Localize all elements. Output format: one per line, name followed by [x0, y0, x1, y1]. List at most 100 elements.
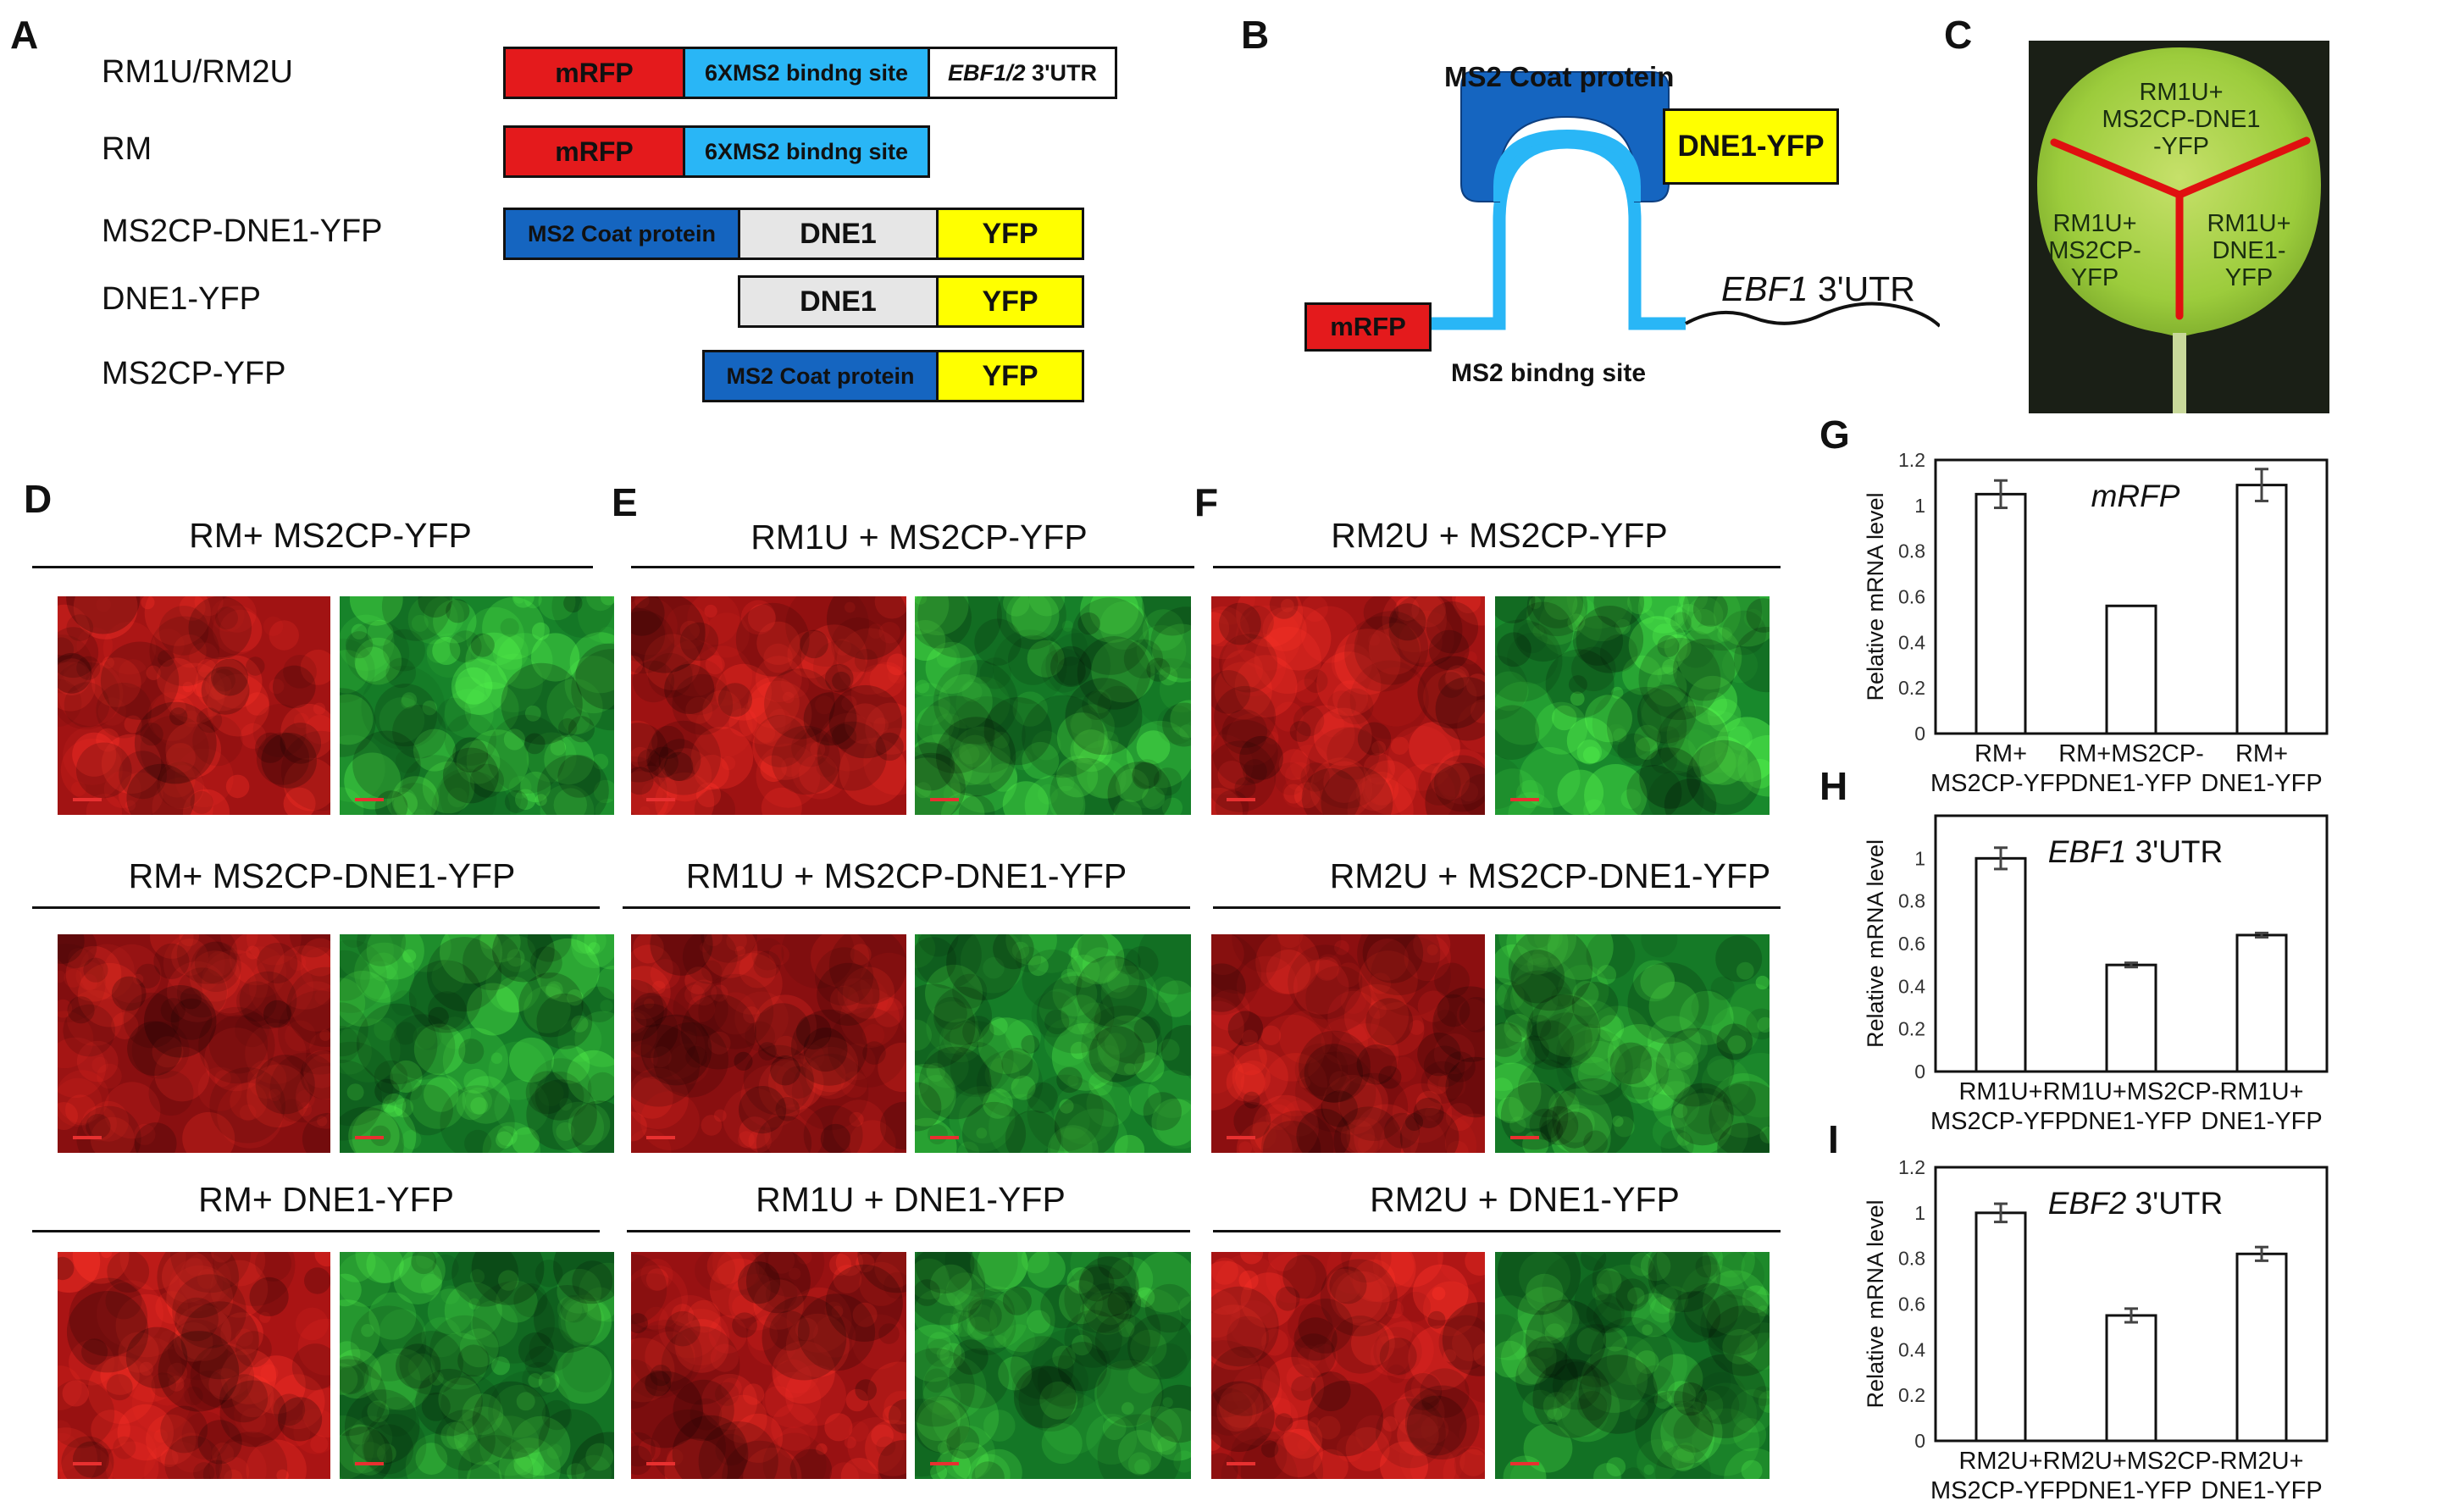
- panel-letter-g: G: [1819, 413, 1850, 457]
- condition-rule: [1213, 566, 1781, 568]
- y-tick-label: 0.6: [1898, 586, 1925, 608]
- category-label: DNE1-YFP: [2070, 1108, 2191, 1135]
- bar: [2235, 484, 2288, 735]
- scale-bar: [1227, 1136, 1255, 1139]
- y-tick-label: 0.4: [1898, 631, 1925, 653]
- segment-dne1: DNE1: [738, 275, 939, 328]
- scale-bar: [646, 1462, 675, 1465]
- panel-letter-i: I: [1828, 1117, 1839, 1161]
- panel-letter-a: A: [10, 13, 39, 57]
- scale-bar: [1510, 1136, 1539, 1139]
- panel-letter-b: B: [1241, 13, 1270, 57]
- bar: [2235, 933, 2288, 1073]
- condition-title: RM+ MS2CP-DNE1-YFP: [128, 856, 516, 895]
- scale-bar: [355, 798, 384, 801]
- category-label: RM2U+MS2CP-: [2043, 1448, 2220, 1475]
- segment-ebf-gene: EBF1/2: [948, 59, 1026, 86]
- leaf-label-right: RM1U+ DNE1- YFP: [2194, 210, 2304, 291]
- category-label: RM2U+: [2219, 1448, 2303, 1475]
- y-tick-label: 0: [1914, 723, 1925, 745]
- category-label: DNE1-YFP: [2070, 1477, 2191, 1504]
- segment-yfp: YFP: [936, 350, 1084, 402]
- category-label: MS2CP-YFP: [1930, 1477, 2071, 1504]
- leaf-label-line: MS2CP-: [2048, 237, 2141, 264]
- scale-bar: [646, 798, 675, 801]
- category-label: RM+: [2235, 740, 2288, 767]
- condition-rule: [32, 566, 593, 568]
- condition-rule: [32, 906, 600, 909]
- leaf-label-left: RM1U+ MS2CP- YFP: [2040, 210, 2150, 291]
- dne1-yfp-box: DNE1-YFP: [1663, 108, 1839, 185]
- condition-rule: [1213, 906, 1781, 909]
- bar: [2235, 1252, 2288, 1443]
- condition-title: RM1U + MS2CP-YFP: [750, 518, 1088, 557]
- segment-ms2-coat-protein: MS2 Coat protein: [702, 350, 939, 402]
- binding-site-label: MS2 bindng site: [1451, 359, 1647, 387]
- y-tick-label: 0.4: [1898, 1338, 1925, 1360]
- utr-suffix: 3'UTR: [1808, 269, 1915, 308]
- construct-name-ms2cp-yfp: MS2CP-YFP: [102, 356, 286, 391]
- y-axis-label: Relative mRNA level: [1863, 1199, 1888, 1408]
- leaf-label-line: YFP: [2224, 264, 2274, 291]
- leaf-label-line: DNE1-: [2212, 237, 2286, 264]
- chart-title: mRFP: [2091, 479, 2180, 513]
- leaf-label-line: RM1U+: [2139, 79, 2224, 106]
- y-axis-label: Relative mRNA level: [1863, 839, 1888, 1048]
- y-tick-label: 1.2: [1898, 1156, 1925, 1178]
- leaf-petiole: [2173, 333, 2186, 413]
- panel-letter-c: C: [1944, 13, 1973, 57]
- condition-title: RM2U + MS2CP-DNE1-YFP: [1329, 856, 1771, 895]
- category-label: RM1U+MS2CP-: [2043, 1078, 2220, 1105]
- y-tick-label: 1: [1914, 495, 1925, 517]
- yfp-micrograph: [340, 596, 614, 815]
- panel-letter-h: H: [1819, 764, 1848, 808]
- leaf-label-line: RM1U+: [2052, 210, 2137, 237]
- segment-ms2-binding-site: 6XMS2 bindng site: [683, 47, 930, 99]
- leaf-division-left: [2050, 138, 2184, 199]
- leaf-label-line: -YFP: [2152, 133, 2210, 160]
- panel-letter-f: F: [1194, 480, 1219, 524]
- leaf-label-top: RM1U+ MS2CP-DNE1 -YFP: [2101, 79, 2262, 160]
- tethering-diagram: [1432, 71, 1940, 330]
- rfp-micrograph: [1211, 934, 1485, 1153]
- y-tick-label: 0: [1914, 1430, 1925, 1452]
- rfp-micrograph: [58, 1252, 330, 1479]
- bar: [2105, 1314, 2157, 1443]
- segment-ms2-coat-protein: MS2 Coat protein: [503, 208, 740, 260]
- condition-rule: [627, 1230, 1190, 1232]
- y-tick-label: 0: [1914, 1061, 1925, 1083]
- yfp-micrograph: [1495, 934, 1770, 1153]
- construct-name-ms2cp-dne1-yfp: MS2CP-DNE1-YFP: [102, 213, 383, 249]
- construct-name-dne1-yfp: DNE1-YFP: [102, 281, 261, 317]
- category-label: DNE1-YFP: [2201, 770, 2322, 797]
- scale-bar: [930, 1136, 959, 1139]
- rfp-micrograph: [631, 934, 906, 1153]
- category-label: RM+: [1975, 740, 2027, 767]
- scale-bar: [73, 1136, 102, 1139]
- segment-yfp: YFP: [936, 208, 1084, 260]
- category-label: RM1U+: [1958, 1078, 2042, 1105]
- condition-title: RM2U + DNE1-YFP: [1370, 1180, 1680, 1219]
- mrfp-box: mRFP: [1304, 302, 1432, 352]
- leaf-label-line: YFP: [2070, 264, 2119, 291]
- construct-name-rm: RM: [102, 131, 152, 167]
- bar: [2105, 604, 2157, 735]
- leaf-label-line: RM1U+: [2207, 210, 2291, 237]
- leaf-division-right: [2175, 136, 2311, 199]
- condition-title: RM2U + MS2CP-YFP: [1331, 516, 1668, 555]
- panel-letter-e: E: [612, 480, 638, 524]
- condition-title: RM+ DNE1-YFP: [198, 1180, 454, 1219]
- condition-title: RM1U + MS2CP-DNE1-YFP: [685, 856, 1127, 895]
- condition-rule: [1213, 1230, 1781, 1232]
- leaf-label-line: MS2CP-DNE1: [2102, 106, 2261, 133]
- yfp-micrograph: [1495, 596, 1770, 815]
- y-tick-label: 0.4: [1898, 975, 1925, 997]
- scale-bar: [930, 1462, 959, 1465]
- y-tick-label: 0.6: [1898, 933, 1925, 955]
- rfp-micrograph: [1211, 1252, 1485, 1479]
- scale-bar: [73, 1462, 102, 1465]
- bar: [1975, 1211, 2027, 1443]
- scale-bar: [930, 798, 959, 801]
